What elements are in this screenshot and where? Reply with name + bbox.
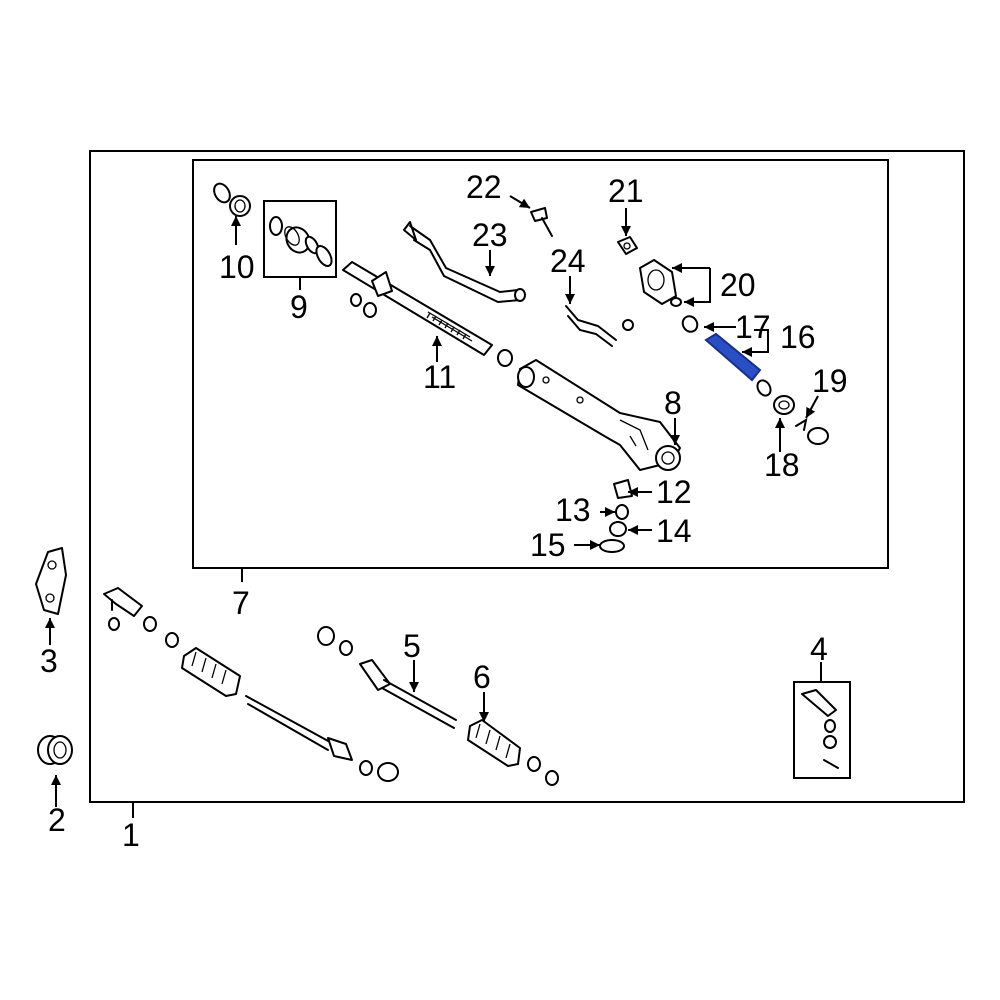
outer-frame	[89, 150, 965, 803]
part-18-bearing[interactable]	[773, 395, 795, 415]
callout-13: 13	[555, 492, 591, 528]
left-boot[interactable]	[181, 647, 241, 697]
callout-21: 21	[608, 173, 644, 209]
callout-2: 2	[48, 802, 66, 838]
callout-4: 4	[810, 631, 828, 667]
left-inner-tie-rod[interactable]	[245, 695, 399, 782]
callout-6: 6	[473, 659, 491, 695]
part-24-line[interactable]	[565, 305, 634, 347]
callout-23: 23	[472, 217, 508, 253]
callout-10: 10	[219, 249, 255, 285]
part-14-yoke[interactable]	[609, 521, 627, 537]
seal-kit-frame	[263, 200, 337, 278]
callout-1: 1	[122, 817, 140, 853]
part-11-rack[interactable]	[342, 261, 513, 367]
part-10-bushing[interactable]	[211, 181, 251, 217]
part-22-bolt[interactable]	[530, 207, 553, 237]
callout-24: 24	[550, 243, 586, 279]
callout-12: 12	[656, 474, 692, 510]
callout-16: 16	[780, 319, 816, 355]
callout-22: 22	[466, 169, 502, 205]
part-5-inner-tie-rod[interactable]	[317, 626, 457, 729]
callout-11: 11	[423, 359, 456, 395]
part-3-bracket[interactable]	[35, 547, 67, 615]
gear-assembly-frame	[192, 159, 889, 569]
callout-7: 7	[232, 585, 250, 621]
part-12-yoke-plug[interactable]	[613, 479, 633, 499]
part-19-snap-ring[interactable]	[795, 417, 829, 445]
callout-18: 18	[764, 447, 800, 483]
part-23-line[interactable]	[403, 221, 526, 304]
part-15-lock-nut[interactable]	[599, 539, 625, 553]
part-13-spring[interactable]	[615, 504, 629, 520]
left-tie-rod-end[interactable]	[103, 587, 179, 648]
callout-8: 8	[664, 385, 682, 421]
part-8-gear-housing[interactable]	[517, 359, 681, 471]
callout-14: 14	[656, 513, 692, 549]
callout-20: 20	[720, 267, 756, 303]
part-16-seal[interactable]	[680, 314, 773, 398]
callout-15: 15	[530, 527, 566, 563]
callout-5: 5	[403, 628, 421, 664]
callout-9: 9	[290, 289, 308, 325]
part-9-seal-kit[interactable]	[269, 216, 335, 269]
part-6-boot[interactable]	[467, 719, 559, 786]
callout-19: 19	[812, 363, 848, 399]
part-2-grommet[interactable]	[37, 735, 73, 765]
callout-17: 17	[735, 309, 771, 345]
part-21-nut[interactable]	[617, 236, 638, 255]
callout-3: 3	[40, 643, 58, 679]
part-17-valve-shaft[interactable]	[704, 332, 762, 382]
part-20-valve-housing[interactable]	[639, 259, 682, 307]
part-4-tie-rod-end[interactable]	[801, 689, 839, 769]
